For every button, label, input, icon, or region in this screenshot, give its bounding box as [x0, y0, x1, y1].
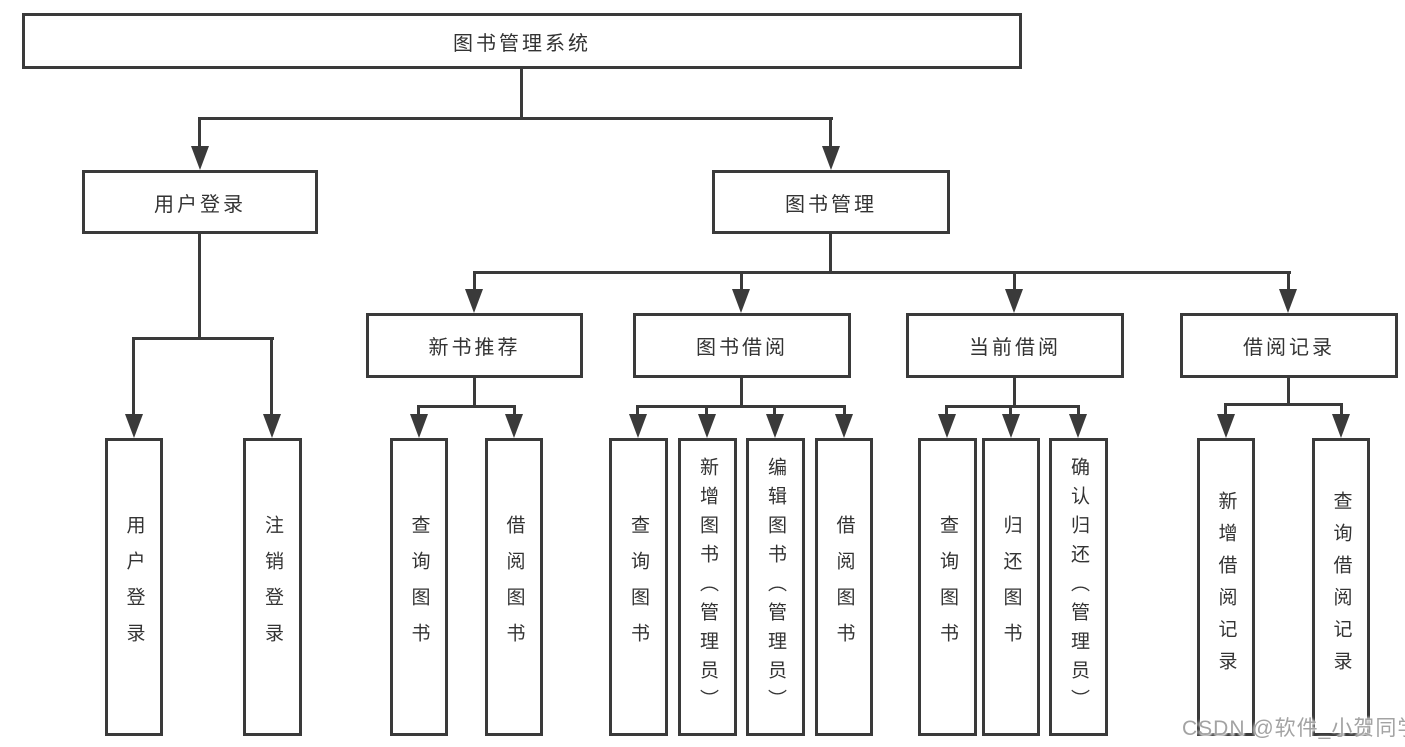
- leaf-add-books-admin: 新增图书（管理员）: [678, 438, 737, 736]
- node-user-login: 用户登录: [82, 170, 318, 234]
- connector-line: [636, 405, 639, 420]
- node-borrow-record: 借阅记录: [1180, 313, 1398, 378]
- leaf-label: 借阅图书: [833, 515, 855, 659]
- arrowhead: [732, 289, 750, 313]
- arrowhead: [629, 414, 647, 438]
- node-label: 借阅记录: [1243, 337, 1335, 359]
- leaf-label: 查询借阅记录: [1330, 491, 1352, 683]
- arrowhead: [835, 414, 853, 438]
- node-label: 图书管理: [785, 193, 877, 216]
- node-book-management: 图书管理: [712, 170, 950, 234]
- node-library-management-system: 图书管理系统: [22, 13, 1022, 69]
- arrowhead: [263, 414, 281, 438]
- arrowhead: [1005, 289, 1023, 313]
- arrowhead: [1002, 414, 1020, 438]
- leaf-label: 编辑图书（管理员）: [765, 456, 786, 718]
- node-current-borrow: 当前借阅: [906, 313, 1124, 378]
- connector-line: [473, 271, 1291, 274]
- connector-line: [843, 405, 846, 420]
- leaf-label: 确认归还（管理员）: [1068, 456, 1089, 718]
- connector-line: [1077, 405, 1080, 420]
- leaf-return-books: 归还图书: [982, 438, 1040, 736]
- leaf-add-borrow-record: 新增借阅记录: [1197, 438, 1255, 736]
- leaf-label: 注销登录: [262, 515, 283, 659]
- connector-line: [1224, 403, 1343, 406]
- connector-line: [473, 271, 476, 293]
- arrowhead: [410, 414, 428, 438]
- leaf-label: 借阅图书: [503, 515, 525, 659]
- connector-line: [773, 405, 776, 420]
- connector-line: [1013, 377, 1016, 408]
- arrowhead: [698, 414, 716, 438]
- leaf-label: 查询图书: [937, 515, 958, 659]
- leaf-logout: 注销登录: [243, 438, 302, 736]
- connector-line: [198, 233, 201, 340]
- arrowhead: [822, 146, 840, 170]
- connector-line: [740, 271, 743, 293]
- connector-line: [1013, 271, 1016, 293]
- leaf-label: 查询图书: [408, 515, 430, 659]
- arrowhead: [1217, 414, 1235, 438]
- watermark: CSDN @软件_小贺同学: [1182, 717, 1405, 740]
- node-book-borrow: 图书借阅: [633, 313, 851, 378]
- arrowhead: [1332, 414, 1350, 438]
- leaf-user-login: 用户登录: [105, 438, 163, 736]
- leaf-edit-books-admin: 编辑图书（管理员）: [746, 438, 805, 736]
- arrowhead: [938, 414, 956, 438]
- connector-line: [198, 117, 201, 150]
- connector-line: [513, 405, 516, 420]
- connector-line: [829, 233, 832, 274]
- connector-line: [270, 337, 273, 419]
- connector-line: [417, 405, 420, 420]
- node-label: 图书借阅: [696, 337, 788, 359]
- connector-line: [705, 405, 708, 420]
- connector-line: [473, 377, 476, 408]
- leaf-query-borrow-record: 查询借阅记录: [1312, 438, 1370, 736]
- leaf-query-books-current: 查询图书: [918, 438, 977, 736]
- leaf-confirm-return-admin: 确认归还（管理员）: [1049, 438, 1108, 736]
- node-label: 图书管理系统: [453, 32, 591, 55]
- leaf-borrow-books: 借阅图书: [815, 438, 873, 736]
- leaf-query-books-borrow: 查询图书: [609, 438, 668, 736]
- leaf-label: 新增借阅记录: [1215, 491, 1237, 683]
- leaf-borrow-books-recommend: 借阅图书: [485, 438, 543, 736]
- leaf-query-books-recommend: 查询图书: [390, 438, 448, 736]
- connector-line: [198, 117, 833, 120]
- connector-line: [132, 337, 274, 340]
- node-label: 当前借阅: [969, 337, 1061, 359]
- connector-line: [132, 337, 135, 419]
- node-new-book-recommend: 新书推荐: [366, 313, 583, 378]
- leaf-label: 用户登录: [123, 515, 145, 659]
- arrowhead: [1069, 414, 1087, 438]
- leaf-label: 新增图书（管理员）: [697, 456, 718, 718]
- connector-line: [945, 405, 1080, 408]
- leaf-label: 查询图书: [628, 515, 649, 659]
- arrowhead: [505, 414, 523, 438]
- node-label: 新书推荐: [428, 337, 521, 359]
- connector-line: [1224, 403, 1227, 420]
- arrowhead: [1279, 289, 1297, 313]
- arrowhead: [125, 414, 143, 438]
- connector-line: [945, 405, 948, 420]
- connector-line: [1287, 377, 1290, 406]
- connector-line: [740, 377, 743, 408]
- node-label: 用户登录: [154, 193, 246, 216]
- connector-line: [829, 117, 832, 150]
- arrowhead: [191, 146, 209, 170]
- connector-line: [1287, 271, 1290, 293]
- connector-line: [417, 405, 516, 408]
- leaf-label: 归还图书: [1000, 515, 1022, 659]
- connector-line: [520, 68, 523, 120]
- arrowhead: [465, 289, 483, 313]
- connector-line: [1340, 403, 1343, 420]
- connector-line: [636, 405, 846, 408]
- connector-line: [1009, 405, 1012, 420]
- arrowhead: [766, 414, 784, 438]
